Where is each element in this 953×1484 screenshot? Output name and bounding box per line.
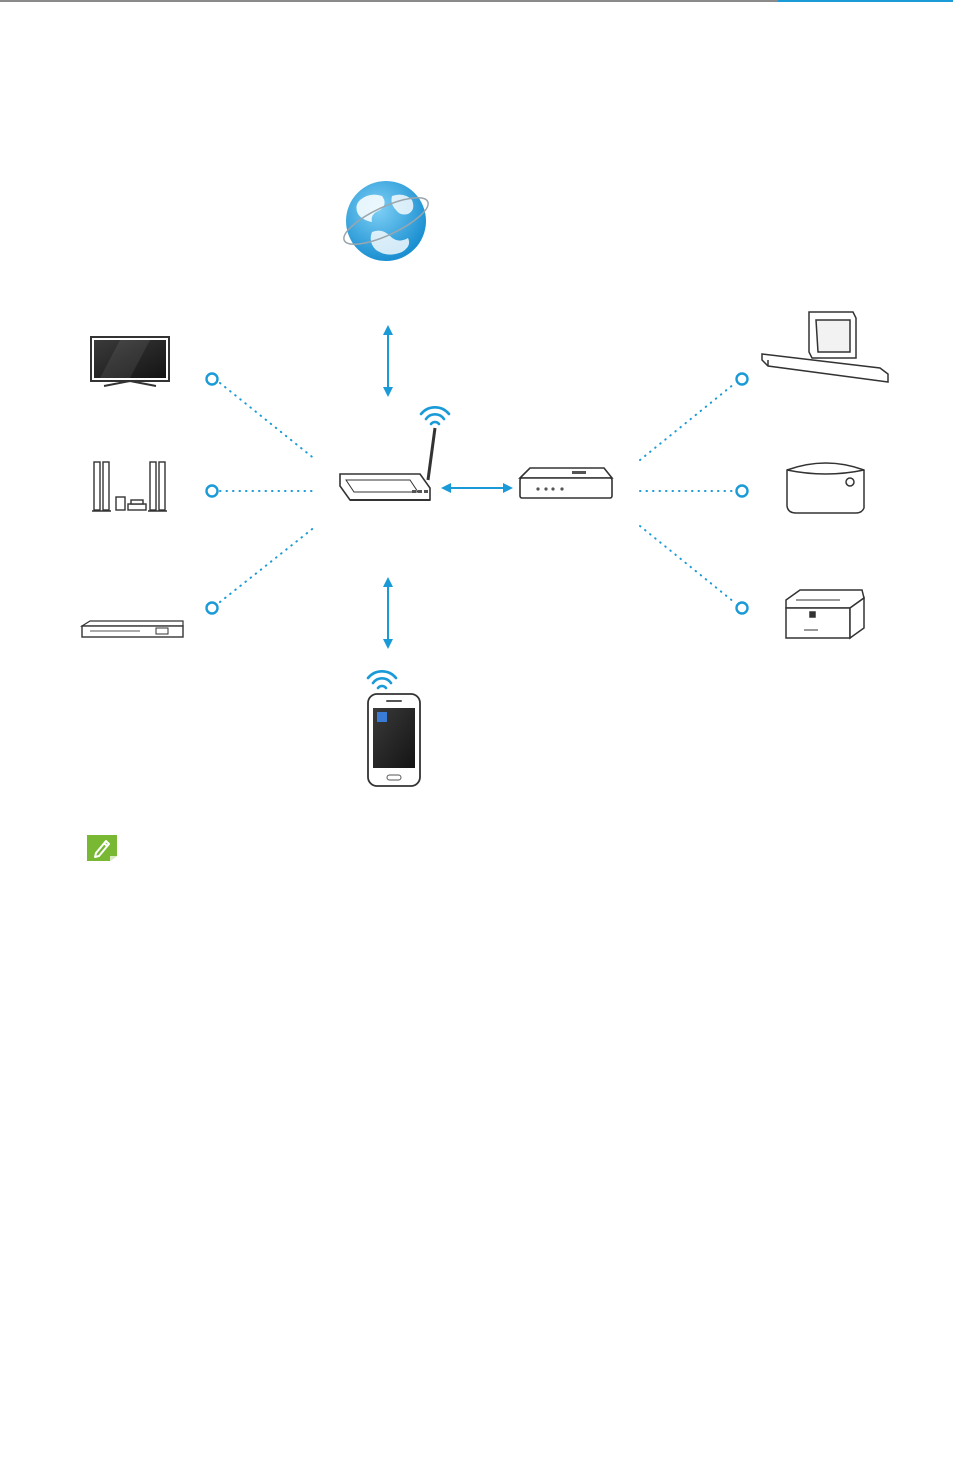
phone-wifi-icon [368, 671, 396, 688]
left-dotted-links [220, 383, 316, 602]
router-wifi-icon [421, 407, 449, 424]
note-pencil-icon [84, 832, 120, 864]
home-theater-icon [92, 462, 167, 511]
radio-speaker-icon [786, 590, 864, 638]
wireless-router-icon [340, 407, 449, 500]
blu-ray-player-icon [82, 621, 183, 637]
soundbar-subwoofer-icon [762, 312, 888, 382]
left-link-endpoints [207, 374, 218, 614]
right-dotted-links [640, 384, 734, 602]
network-diagram [0, 0, 953, 900]
internet-globe-icon [338, 181, 433, 261]
smartphone-icon [368, 671, 420, 786]
wedge-speaker-icon [787, 463, 864, 513]
tv-icon [91, 337, 169, 386]
right-link-endpoints [737, 374, 748, 614]
hub-box-icon [520, 468, 612, 498]
